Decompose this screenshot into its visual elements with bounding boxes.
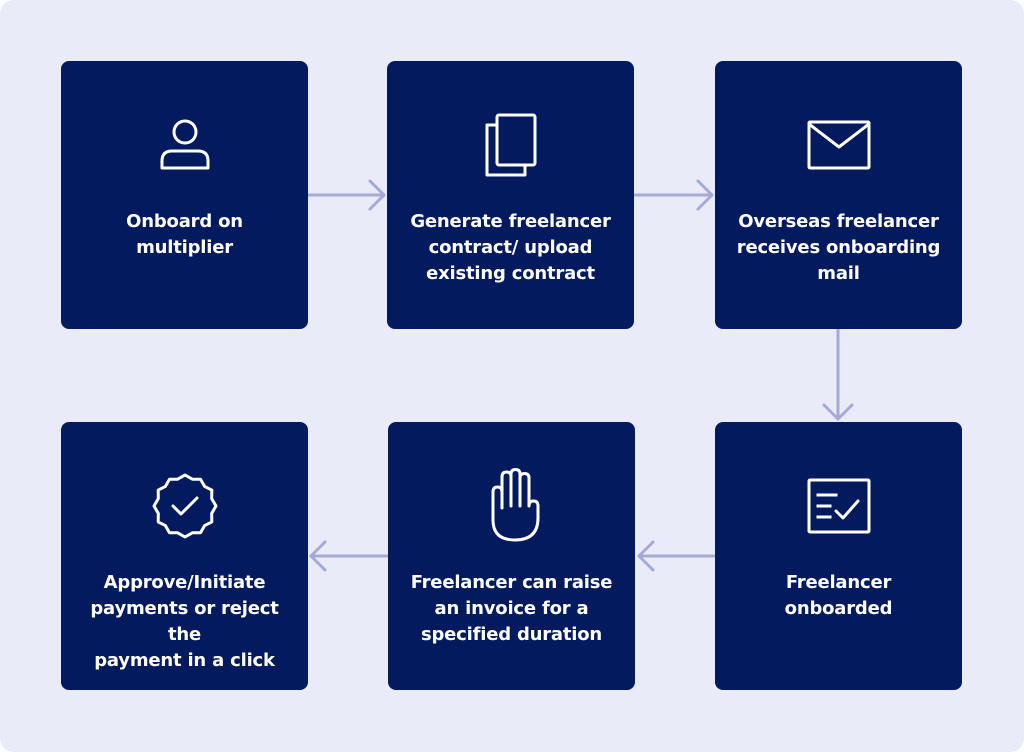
step-card-generate-contract: Generate freelancer contract/ upload exi… bbox=[387, 61, 634, 329]
step-label: Approve/Initiate payments or reject the … bbox=[90, 572, 279, 671]
step-label: Overseas freelancer receives onboarding … bbox=[736, 211, 941, 284]
step-card-onboarding-mail: Overseas freelancer receives onboarding … bbox=[715, 61, 962, 329]
arrow-step5-to-step6 bbox=[309, 540, 389, 572]
verified-badge-icon bbox=[61, 472, 308, 540]
arrow-step3-to-step4 bbox=[822, 328, 854, 421]
step-label: Generate freelancer contract/ upload exi… bbox=[410, 211, 611, 284]
arrow-step4-to-step5 bbox=[637, 540, 716, 572]
step-label: Freelancer onboarded bbox=[784, 572, 893, 619]
step-label: Onboard on multiplier bbox=[126, 211, 243, 258]
user-icon bbox=[61, 111, 308, 179]
step-card-raise-invoice: Freelancer can raise an invoice for a sp… bbox=[388, 422, 635, 690]
step-label: Freelancer can raise an invoice for a sp… bbox=[410, 572, 613, 645]
checklist-icon bbox=[715, 472, 962, 540]
step-card-onboard: Onboard on multiplier bbox=[61, 61, 308, 329]
arrow-step1-to-step2 bbox=[307, 179, 386, 211]
hand-icon bbox=[388, 468, 635, 542]
arrow-step2-to-step3 bbox=[633, 179, 714, 211]
step-card-approve-payments: Approve/Initiate payments or reject the … bbox=[61, 422, 308, 690]
documents-icon bbox=[387, 111, 634, 179]
mail-icon bbox=[715, 111, 962, 179]
step-card-freelancer-onboarded: Freelancer onboarded bbox=[715, 422, 962, 690]
